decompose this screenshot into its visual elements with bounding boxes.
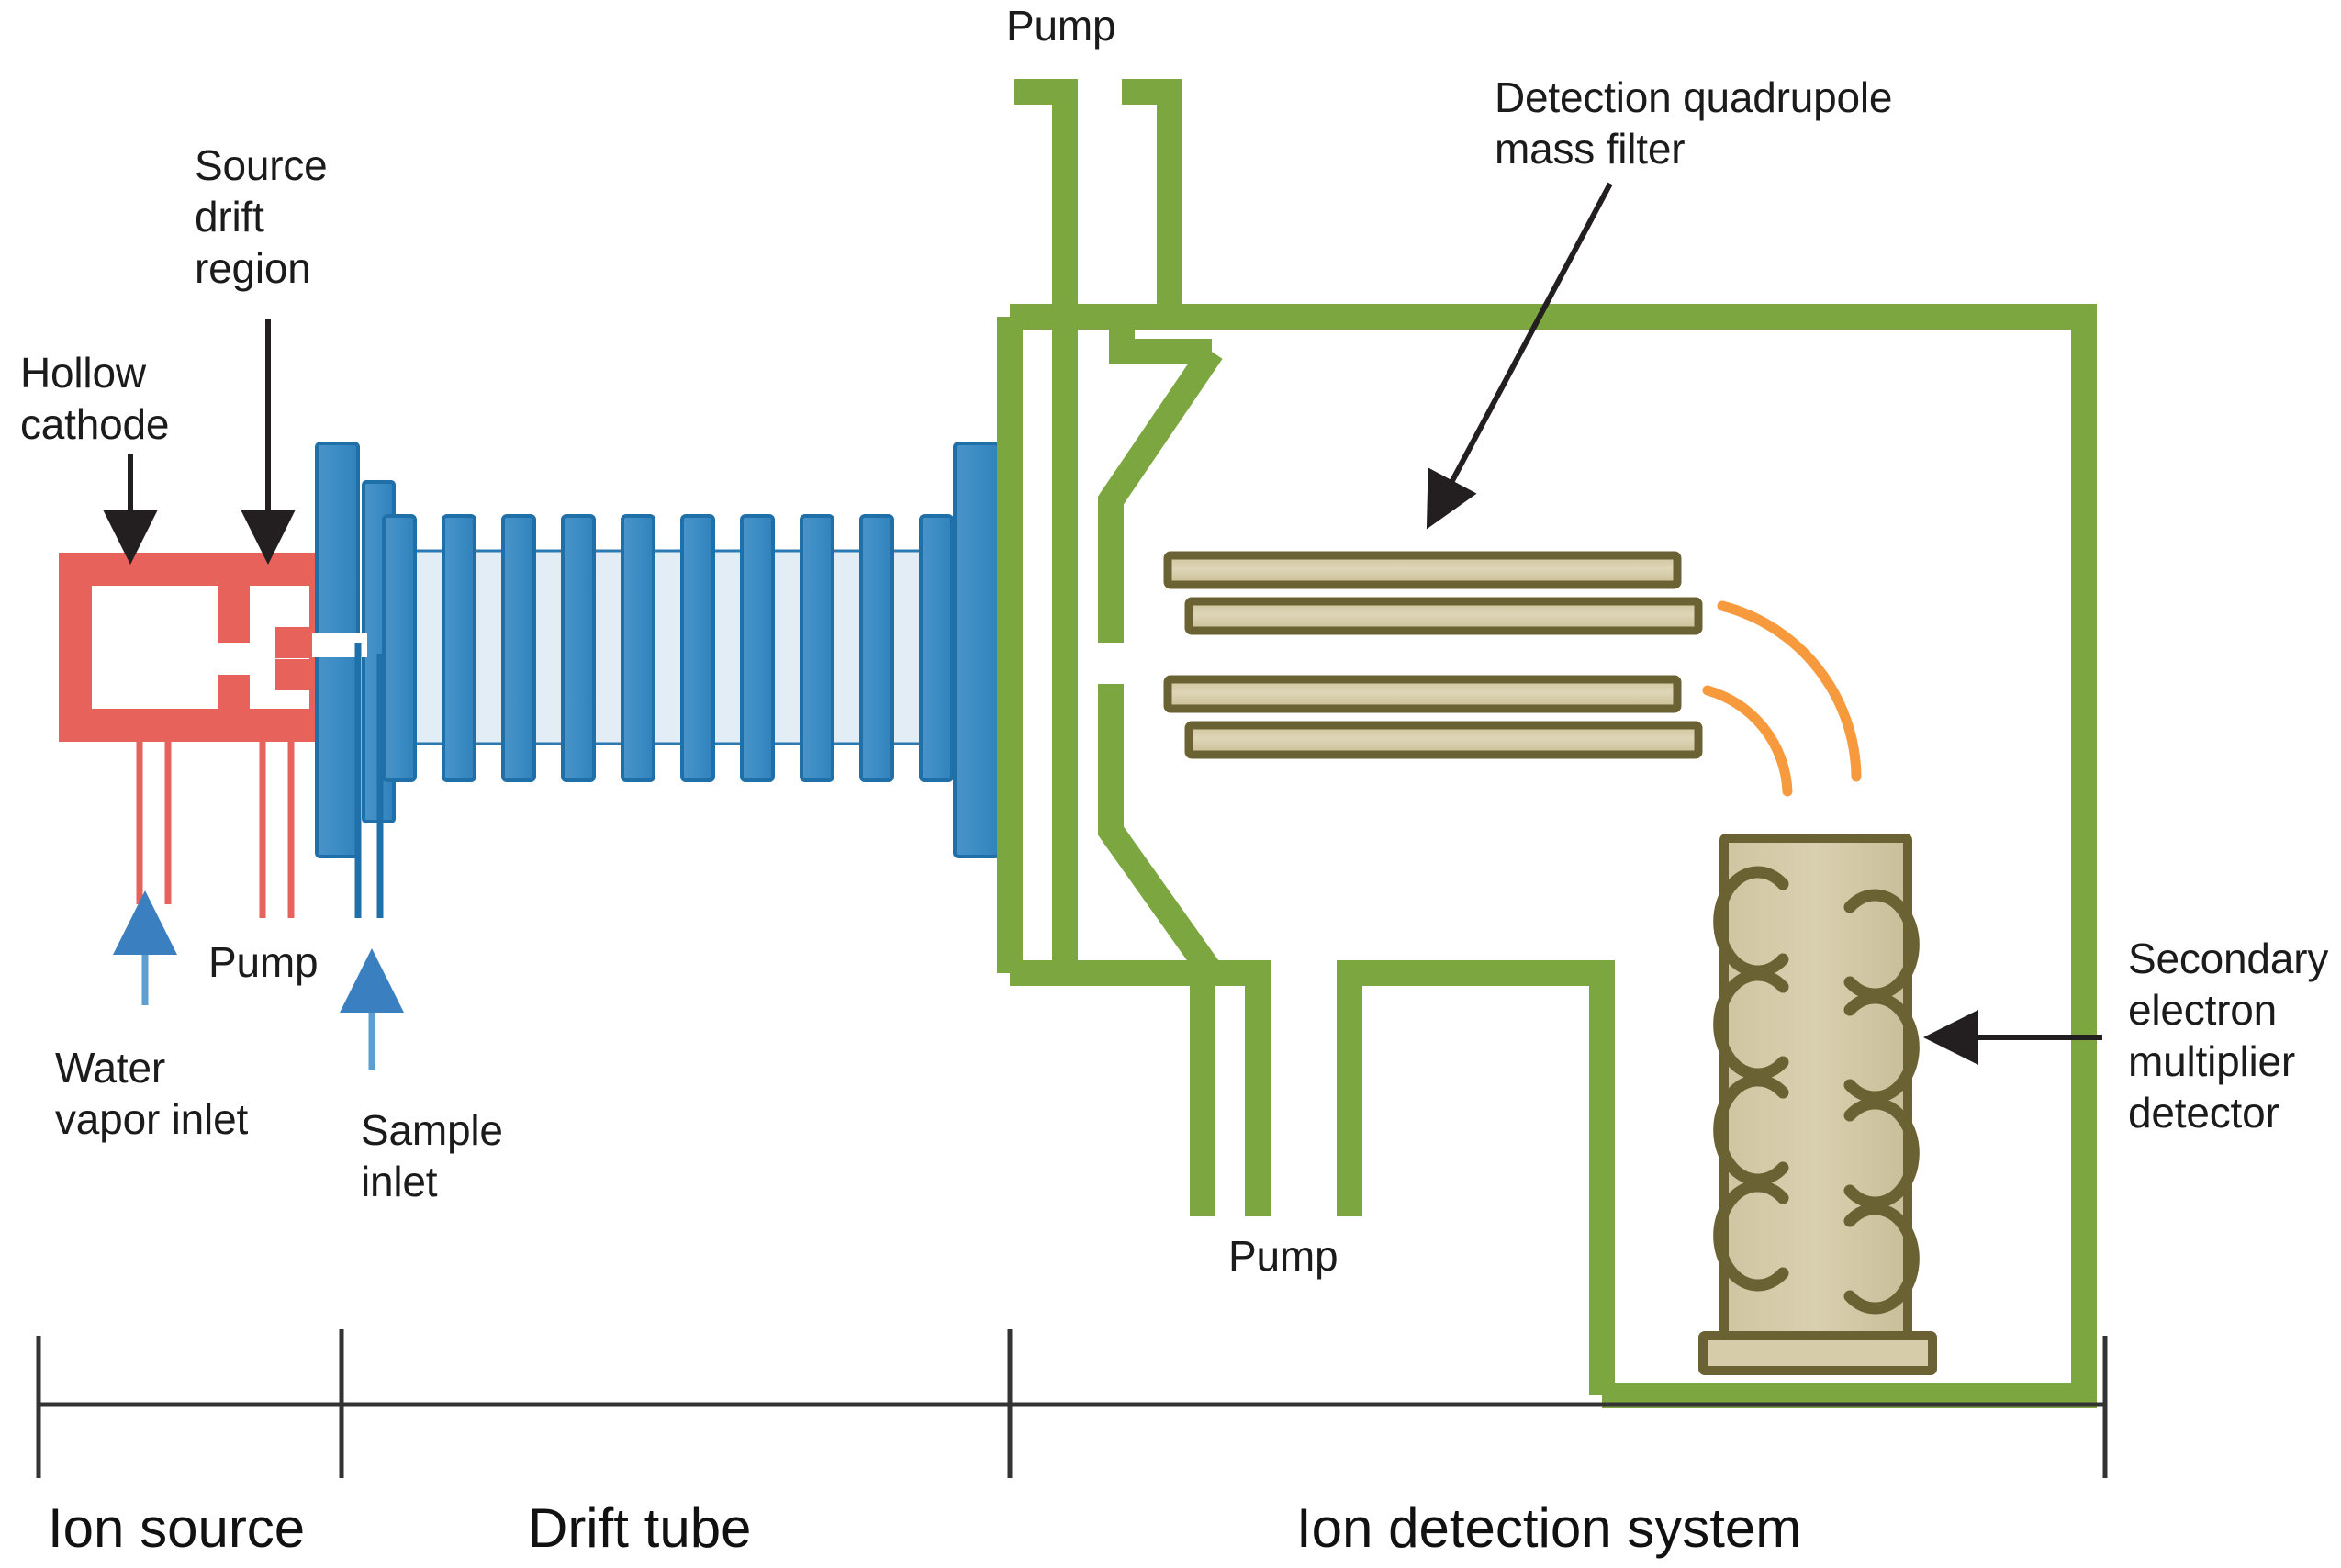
label-detection-quadrupole-mass-filter: Detection quadrupole mass filter [1495,73,1893,174]
ion-beam-path [1702,600,1862,797]
quadrupole-rod [1184,597,1703,635]
dynode-arc [1843,1097,1920,1209]
dynode-arc [1843,991,1920,1103]
label-hollow-cathode: Hollow cathode [20,349,170,449]
dynode-arc [1713,1180,1789,1292]
drift-tube-exit-flange [953,442,1001,858]
dynode-arc [1843,1203,1920,1315]
drift-tube-ring-electrodes [382,514,954,782]
skimmer-upper-cone [1098,344,1223,643]
ring-electrode [859,514,894,782]
ring-electrode [919,514,954,782]
ring-electrode [561,514,596,782]
quadrupole-rod [1184,721,1703,759]
quadrupole-rod [1163,675,1682,713]
detection-quadrupole-callout-arrow [1426,182,1613,530]
axis-label-drift-tube: Drift tube [528,1497,752,1559]
skimmer-upper-shoulder [1109,317,1212,364]
label-pump-top: Pump [1006,2,1116,50]
detector-body [1719,834,1912,1343]
label-pump-detection: Pump [1228,1232,1339,1280]
ring-electrode [501,514,536,782]
ring-electrode [680,514,715,782]
dynode-group [1713,866,1920,1315]
label-secondary-electron-multiplier-detector: Secondary electron multiplier detector [2128,935,2329,1137]
label-water-vapor-inlet: Water vapor inlet [55,1044,249,1144]
axis-label-ion-source: Ion source [48,1497,306,1559]
sample-inlet-capillary [354,643,384,918]
label-sample-inlet: Sample inlet [361,1106,503,1206]
section-scale-bar [36,1329,2108,1478]
chamber-lower-pump-port [1337,960,1615,1395]
axis-label-ion-detection-system: Ion detection system [1296,1497,1802,1559]
water-vapor-inlet-tube [136,709,172,904]
secondary-electron-multiplier-detector [1698,834,1937,1375]
dynode-arc [1713,1074,1789,1186]
vacuum-chamber-green [997,79,2097,1408]
dynode-arc [1713,969,1789,1081]
label-source-drift-region: Source drift region [195,141,328,293]
source-pump-tube [259,709,295,918]
ring-electrode [442,514,476,782]
detection-quadrupole-rods [1163,551,1703,759]
chamber-pump-port-right [1122,79,1234,330]
chamber-outer-wall [1010,304,2097,1408]
hollow-cathode-body [59,553,342,742]
chamber-bottom-left [1010,960,1271,1216]
label-pump-source: Pump [208,938,319,986]
detector-base-plate [1698,1331,1937,1375]
ring-electrode [382,514,417,782]
ring-electrode [800,514,834,782]
chamber-pump-port-left [1014,79,1078,973]
ring-electrode [621,514,655,782]
skimmer-lower-cone [1098,684,1223,981]
ion-beam-arc-outer [1717,600,1862,782]
ion-beam-arc-inner [1702,685,1793,797]
quadrupole-rod [1163,551,1682,589]
ring-electrode [740,514,775,782]
